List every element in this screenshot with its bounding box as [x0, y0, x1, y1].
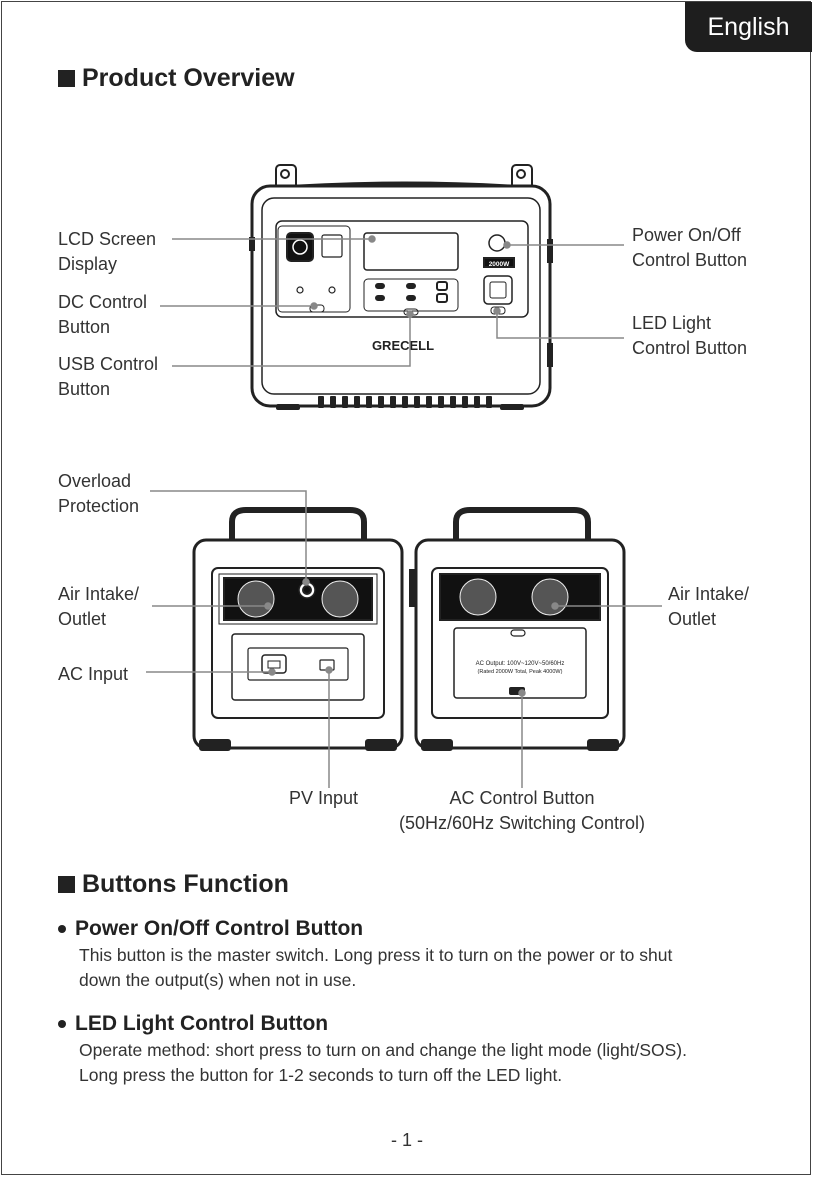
device-wattage: 2000W: [489, 261, 510, 268]
function-text-led: Operate method: short press to turn on a…: [79, 1040, 687, 1085]
page-number: - 1 -: [390, 1130, 423, 1150]
bullet-dot-icon: [58, 925, 66, 933]
label-ac-control-button: AC Control Button(50Hz/60Hz Switching Co…: [398, 788, 646, 833]
square-bullet-icon: [58, 876, 75, 893]
language-tab: English: [685, 2, 812, 52]
function-heading-power: Power On/Off Control Button: [58, 917, 363, 941]
label-air-intake-right: Air Intake/Outlet: [668, 584, 750, 629]
label-pv-input: PV Input: [289, 788, 359, 808]
buttons-function-title-text: Buttons Function: [82, 870, 289, 898]
left-side-view-device: [192, 507, 404, 751]
function-text-power: This button is the master switch. Long p…: [79, 945, 673, 990]
buttons-function-title: Buttons Function: [58, 870, 289, 899]
front-view-device: [249, 164, 553, 408]
function-heading-led: LED Light Control Button: [58, 1012, 328, 1036]
device-brand: GRECELL: [372, 338, 434, 353]
right-side-view-device: [409, 507, 626, 751]
square-bullet-icon: [58, 70, 75, 87]
ac-output-marking: AC Output: 100V~120V~50/60Hz: [476, 661, 565, 667]
front-feet: [276, 396, 524, 410]
callout-lines: [146, 235, 662, 788]
label-air-intake-left: Air Intake/Outlet: [58, 584, 140, 629]
ac-output-rating: (Rated 2000W Total, Peak 4000W): [478, 669, 563, 675]
product-overview-title-text: Product Overview: [82, 64, 295, 92]
bullet-dot-icon: [58, 1020, 66, 1028]
product-overview-title: Product Overview: [58, 64, 295, 93]
label-ac-input: AC Input: [58, 664, 129, 684]
